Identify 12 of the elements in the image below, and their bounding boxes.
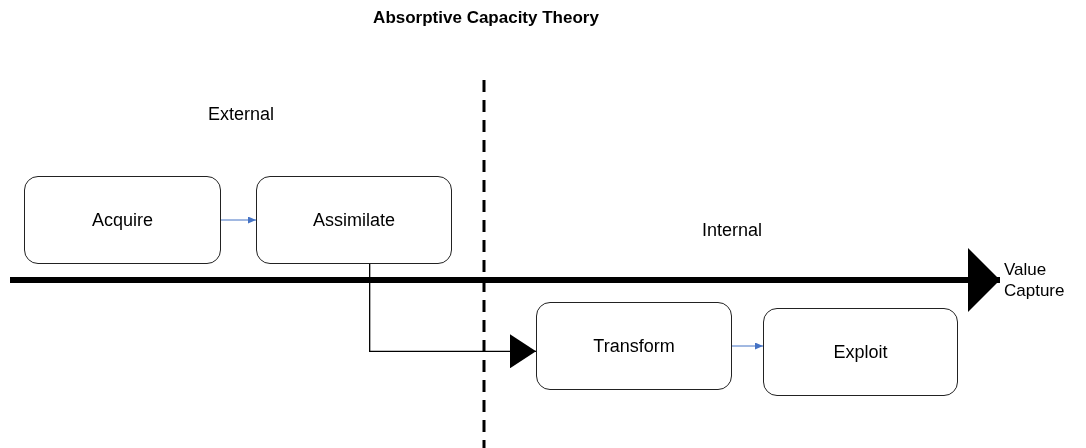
end-label: Value Capture — [1004, 256, 1086, 304]
arrow — [369, 263, 537, 369]
region-label: External — [208, 104, 275, 125]
arrow — [220, 216, 257, 224]
process-box: Acquire — [24, 176, 221, 264]
arrow — [10, 248, 1000, 312]
process-box: Assimilate — [256, 176, 452, 264]
arrow — [731, 342, 764, 350]
process-box: Exploit — [763, 308, 958, 396]
region-label: Internal — [702, 220, 763, 241]
diagram-title: Absorptive Capacity Theory — [372, 8, 600, 28]
process-box: Transform — [536, 302, 732, 390]
